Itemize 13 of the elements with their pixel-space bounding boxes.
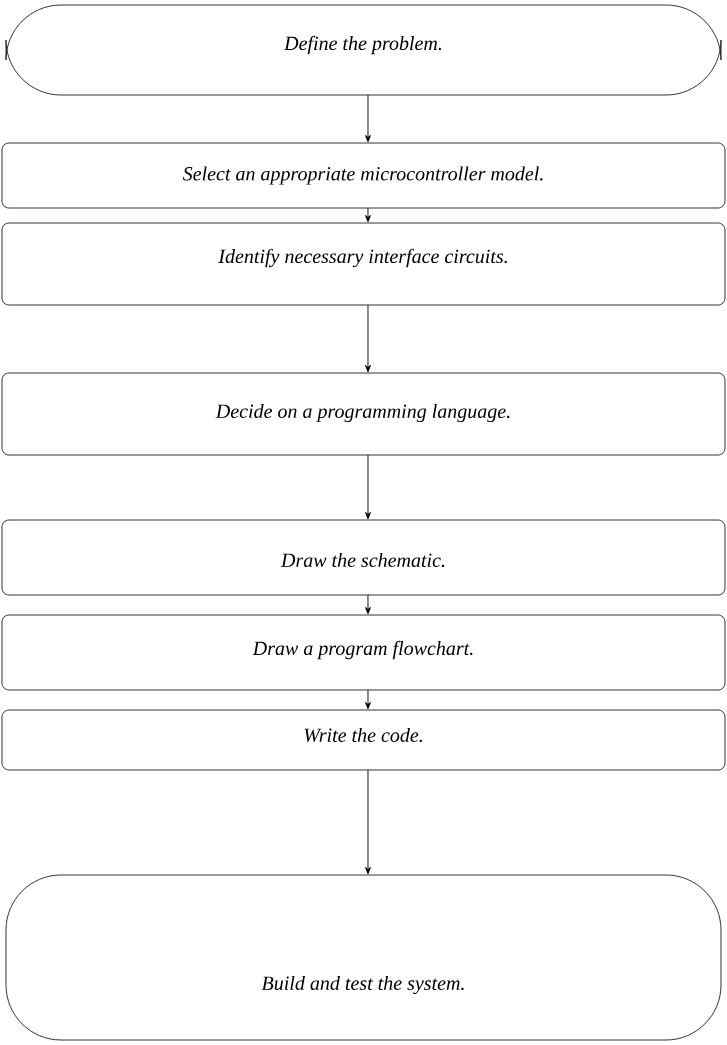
process-box: Draw the schematic. xyxy=(1,519,726,596)
process-box: Identify necessary interface circuits. xyxy=(1,222,726,306)
process-box: Decide on a programming language. xyxy=(1,372,726,456)
process-box: Draw a program flowchart. xyxy=(1,614,726,691)
process-box: Write the code. xyxy=(1,709,726,771)
arrow xyxy=(365,304,371,373)
arrow xyxy=(365,207,371,223)
arrow xyxy=(365,94,371,143)
arrow xyxy=(365,769,371,875)
process-box: Select an appropriate microcontroller model. xyxy=(1,142,726,209)
arrow xyxy=(365,689,371,710)
arrow xyxy=(365,454,371,520)
arrow xyxy=(365,594,371,615)
